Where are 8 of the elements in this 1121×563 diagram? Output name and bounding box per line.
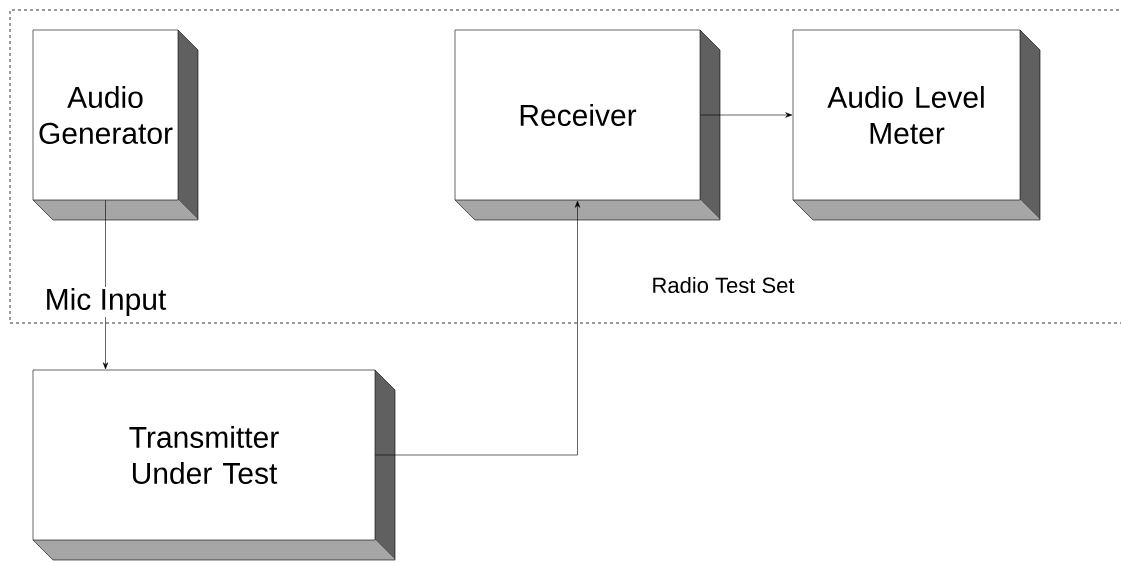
block-box: Audio Generator xyxy=(32,29,199,221)
edge-label: Mic Input xyxy=(43,286,168,317)
arrow xyxy=(102,200,109,370)
arrow xyxy=(375,200,581,456)
block-box: Audio Level Meter xyxy=(792,29,1041,221)
block-box: Receiver xyxy=(454,29,721,221)
block-box: Transmitter Under Test xyxy=(32,369,396,561)
arrow xyxy=(700,112,793,118)
